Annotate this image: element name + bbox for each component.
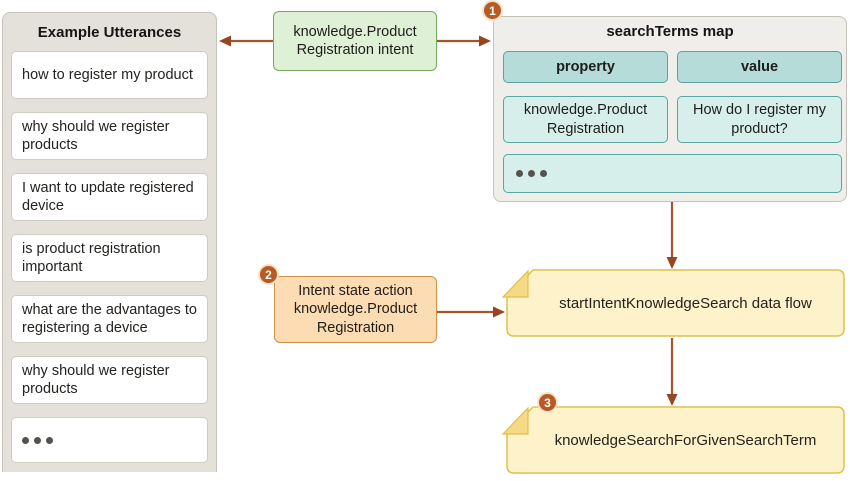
utterance-item: why should we register products: [11, 112, 208, 160]
knowledge-search-note-text: knowledgeSearchForGivenSearchTerm: [554, 431, 817, 449]
arrowhead-down2-icon: [666, 394, 678, 406]
utterance-item: is product registration important: [11, 234, 208, 282]
folded-note-icon: [501, 269, 845, 337]
utterance-text: why should we register products: [22, 118, 170, 153]
arrowhead-left-icon: [219, 35, 231, 47]
intent-label-text: knowledge.Product Registration intent: [293, 23, 417, 58]
intent-state-action-box: Intent state action knowledge.Product Re…: [274, 276, 437, 343]
intent-state-action-text: Intent state action knowledge.Product Re…: [293, 283, 418, 336]
data-flow-note-text: startIntentKnowledgeSearch data flow: [559, 294, 812, 312]
utterance-item: what are the advantages to registering a…: [11, 295, 208, 343]
value-column-header: value: [677, 51, 842, 83]
folded-note-icon: [501, 406, 845, 474]
intent-label-box: knowledge.Product Registration intent: [273, 11, 437, 71]
knowledge-search-note: knowledgeSearchForGivenSearchTerm: [500, 406, 845, 476]
utterance-text: how to register my product: [22, 66, 193, 83]
utterance-item: I want to update registered device: [11, 173, 208, 221]
arrowhead-down-icon: [666, 257, 678, 269]
data-flow-note: startIntentKnowledgeSearch data flow: [500, 269, 845, 339]
utterance-item: why should we register products: [11, 356, 208, 404]
search-terms-more-row: [503, 154, 842, 193]
example-utterances-title: Example Utterances: [37, 23, 182, 41]
utterance-text: I want to update registered device: [22, 179, 194, 214]
property-column-header: property: [503, 51, 668, 83]
arrowhead-right-icon: [479, 35, 491, 47]
utterance-more-item: [11, 417, 208, 463]
ellipsis-icon: [22, 436, 53, 444]
utterance-text: is product registration important: [22, 240, 161, 275]
value-cell: How do I register my product?: [677, 96, 842, 143]
search-terms-map-panel: searchTerms map property value knowledge…: [493, 16, 847, 202]
example-utterances-panel: Example Utterances how to register my pr…: [2, 12, 217, 472]
ellipsis-icon: [516, 170, 547, 177]
utterance-item: how to register my product: [11, 51, 208, 99]
search-terms-map-title: searchTerms map: [606, 23, 734, 40]
utterance-list: how to register my product why should we…: [3, 51, 216, 463]
step-badge-3: 3: [537, 392, 558, 413]
utterance-text: what are the advantages to registering a…: [22, 301, 197, 336]
utterance-text: why should we register products: [22, 362, 170, 397]
step-badge-1: 1: [482, 0, 503, 21]
property-cell: knowledge.Product Registration: [503, 96, 668, 143]
step-badge-2: 2: [258, 264, 279, 285]
